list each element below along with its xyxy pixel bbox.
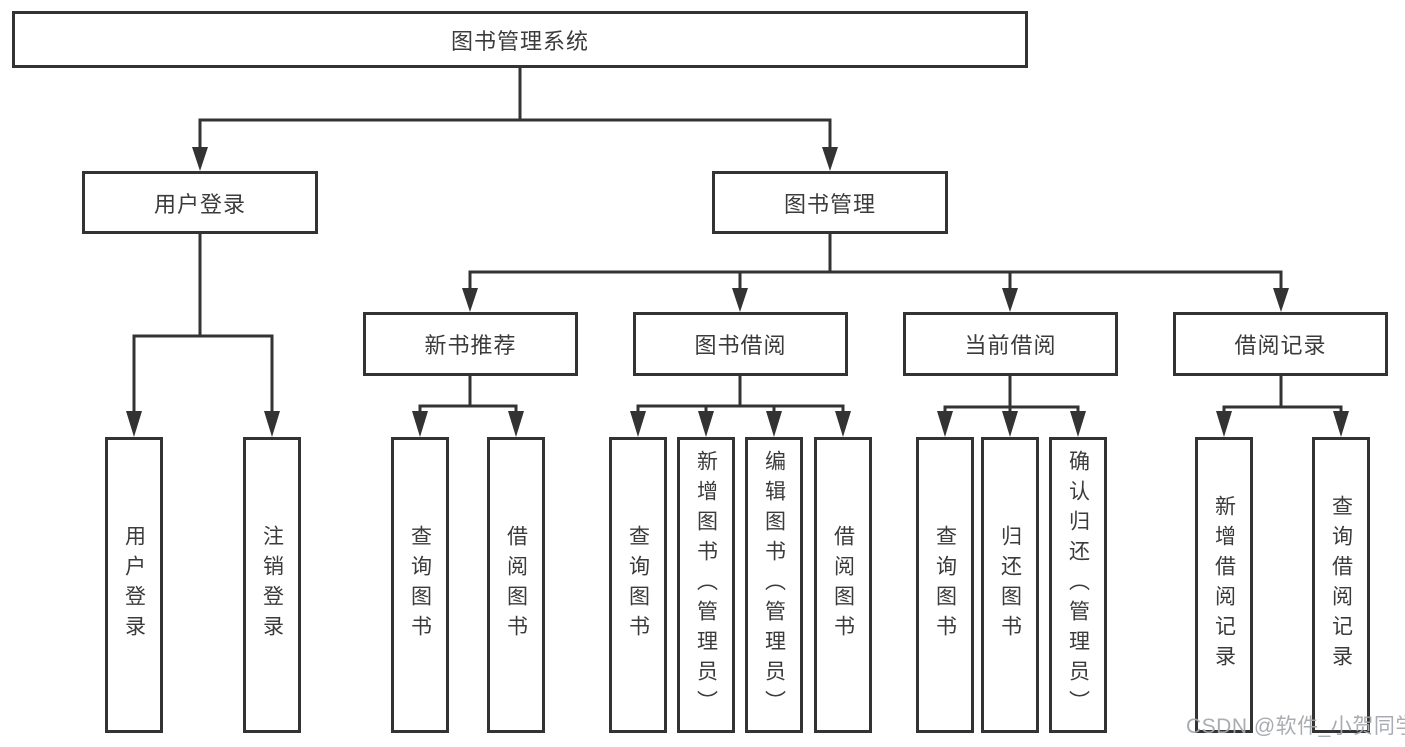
node-root-label: 图书管理系统 (450, 28, 589, 54)
node-book-management-label: 图书管理 (783, 191, 876, 217)
node-new-book-recommend-label: 新书推荐 (424, 333, 517, 358)
leaf-add-borrow-record-label: 新增借阅记录 (1212, 495, 1236, 675)
leaf-logout: 注销登录 (243, 437, 301, 733)
leaf-confirm-return-admin-label: 确认归还（管理员） (1066, 450, 1090, 720)
leaf-query-books-borrow-label: 查询图书 (626, 525, 650, 645)
leaf-query-books-borrow: 查询图书 (609, 437, 667, 733)
node-root: 图书管理系统 (12, 11, 1028, 68)
leaf-add-borrow-record: 新增借阅记录 (1195, 437, 1253, 733)
node-book-management: 图书管理 (712, 171, 948, 234)
leaf-return-books: 归还图书 (981, 437, 1039, 733)
leaf-query-borrow-record-label: 查询借阅记录 (1329, 495, 1353, 675)
node-book-borrow: 图书借阅 (633, 312, 848, 376)
node-user-login-label: 用户登录 (153, 191, 246, 217)
leaf-user-login-label: 用户登录 (122, 525, 146, 645)
leaf-user-login: 用户登录 (105, 437, 163, 733)
leaf-borrow-books-recommend-label: 借阅图书 (504, 525, 528, 645)
node-borrow-records: 借阅记录 (1173, 312, 1388, 376)
leaf-confirm-return-admin: 确认归还（管理员） (1049, 437, 1107, 733)
leaf-edit-book-admin-label: 编辑图书（管理员） (762, 450, 786, 720)
node-user-login: 用户登录 (82, 171, 318, 234)
csdn-watermark: CSDN @软件_小贺同学 (1186, 715, 1405, 738)
leaf-add-book-admin-label: 新增图书（管理员） (694, 450, 718, 720)
leaf-query-books-recommend-label: 查询图书 (408, 525, 432, 645)
leaf-query-books-current-label: 查询图书 (933, 525, 957, 645)
arrowheads (126, 147, 1349, 437)
leaf-edit-book-admin: 编辑图书（管理员） (745, 437, 803, 733)
leaf-borrow-books: 借阅图书 (814, 437, 872, 733)
node-new-book-recommend: 新书推荐 (363, 312, 578, 376)
node-borrow-records-label: 借阅记录 (1234, 333, 1327, 358)
leaf-return-books-label: 归还图书 (998, 525, 1022, 645)
leaf-logout-label: 注销登录 (260, 525, 284, 645)
leaf-borrow-books-recommend: 借阅图书 (487, 437, 545, 733)
node-book-borrow-label: 图书借阅 (694, 333, 787, 358)
node-current-borrow-label: 当前借阅 (964, 333, 1057, 358)
leaf-add-book-admin: 新增图书（管理员） (677, 437, 735, 733)
leaf-borrow-books-label: 借阅图书 (831, 525, 855, 645)
leaf-query-books-current: 查询图书 (916, 437, 974, 733)
leaf-query-borrow-record: 查询借阅记录 (1312, 437, 1370, 733)
leaf-query-books-recommend: 查询图书 (391, 437, 449, 733)
node-current-borrow: 当前借阅 (903, 312, 1118, 376)
